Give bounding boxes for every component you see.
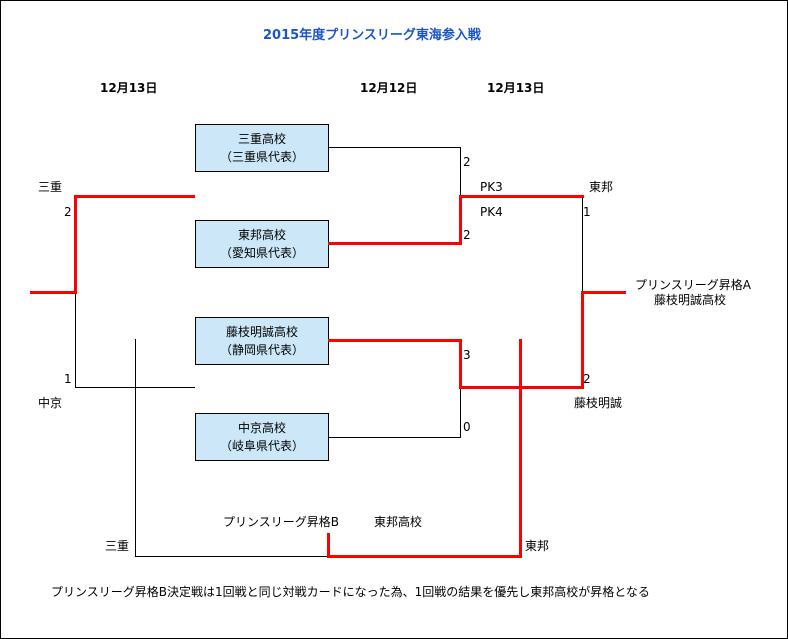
team-box-toho: 東邦高校 （愛知県代表） — [195, 220, 329, 268]
bracket-line — [328, 437, 461, 438]
pk-score-bottom: PK4 — [480, 205, 503, 219]
winner-path — [30, 291, 77, 294]
bracket-line — [135, 556, 328, 557]
promotion-b-right-label: 東邦 — [525, 539, 550, 553]
team-name: 中京高校 — [237, 421, 286, 435]
winner-path — [327, 533, 330, 557]
team-name: 三重高校 — [237, 132, 286, 146]
right-top-label: 東邦 — [589, 180, 614, 194]
left-loser-score: 1 — [64, 372, 72, 386]
team-box-mie: 三重高校 （三重県代表） — [195, 124, 329, 172]
left-winner-score: 2 — [64, 205, 72, 219]
date-right: 12月13日 — [487, 81, 545, 95]
winner-path — [74, 195, 77, 294]
promotion-b-left-label: 三重 — [105, 539, 130, 553]
promotion-b-label: プリンスリーグ昇格B — [223, 515, 339, 529]
winner-path — [327, 555, 521, 558]
date-left: 12月13日 — [100, 81, 158, 95]
right-bottom-score: 2 — [583, 372, 591, 386]
footer-note: プリンスリーグ昇格B決定戦は1回戦と同じ対戦カードになった為、1回戦の結果を優先… — [51, 585, 650, 599]
promotion-a-team: 藤枝明誠高校 — [654, 293, 727, 307]
team-box-chukyo: 中京高校 （岐阜県代表） — [195, 413, 329, 461]
team-name: 藤枝明誠高校 — [225, 325, 298, 339]
winner-path — [75, 195, 195, 198]
bracket-line — [328, 147, 461, 148]
winner-path — [459, 339, 462, 389]
winner-path — [328, 242, 462, 245]
promotion-a-label: プリンスリーグ昇格A — [635, 278, 751, 292]
winner-path — [581, 291, 584, 389]
winner-path — [328, 339, 462, 342]
team-box-fujieda-meisei: 藤枝明誠高校 （静岡県代表） — [195, 317, 329, 365]
bracket-line — [135, 339, 136, 556]
score-mie: 2 — [463, 155, 471, 169]
right-top-score: 1 — [583, 205, 591, 219]
winner-path — [459, 195, 462, 245]
bracket-line — [582, 196, 583, 292]
bracket-line — [460, 147, 461, 196]
score-chukyo: 0 — [463, 420, 471, 434]
team-prefecture: （岐阜県代表） — [219, 439, 304, 453]
score-toho: 2 — [463, 228, 471, 242]
left-winner-label: 三重 — [38, 180, 63, 194]
left-loser-label: 中京 — [38, 396, 63, 410]
diagram-title: 2015年度プリンスリーグ東海参入戦 — [263, 28, 481, 43]
right-bottom-label: 藤枝明誠 — [574, 396, 623, 410]
team-prefecture: （愛知県代表） — [219, 246, 304, 260]
bracket-line — [460, 389, 461, 437]
winner-path — [581, 291, 626, 294]
promotion-b-team: 東邦高校 — [374, 515, 423, 529]
pk-score-top: PK3 — [480, 180, 503, 194]
score-fujieda: 3 — [463, 348, 471, 362]
winner-path — [459, 195, 584, 198]
team-prefecture: （三重県代表） — [219, 150, 304, 164]
winner-path — [519, 339, 522, 558]
bracket-line — [75, 292, 76, 387]
team-name: 東邦高校 — [237, 228, 286, 242]
team-prefecture: （静岡県代表） — [219, 343, 304, 357]
date-center: 12月12日 — [360, 81, 418, 95]
